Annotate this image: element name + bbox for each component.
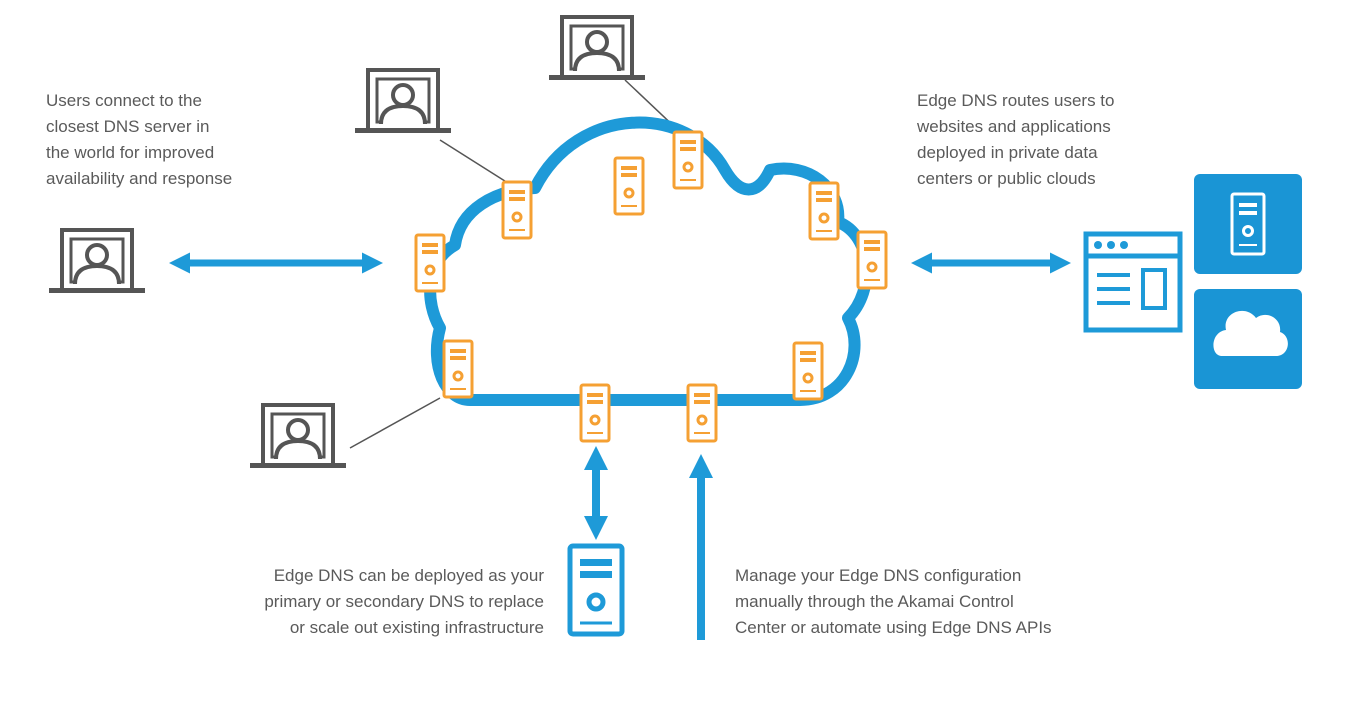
caption-line: or scale out existing infrastructure xyxy=(289,618,544,637)
user-at-laptop-icon xyxy=(353,68,453,135)
caption-line: centers or public clouds xyxy=(917,169,1096,188)
server-tower-icon xyxy=(686,383,718,443)
manage-caption: Manage your Edge DNS configuration manua… xyxy=(735,563,1052,641)
origin-server-icon xyxy=(567,543,625,637)
caption-line: Users connect to the xyxy=(46,91,202,110)
caption-line: Edge DNS can be deployed as your xyxy=(273,566,544,585)
caption-line: Manage your Edge DNS configuration xyxy=(735,566,1022,585)
caption-line: Edge DNS routes users to xyxy=(917,91,1115,110)
caption-line: primary or secondary DNS to replace xyxy=(264,592,544,611)
user-connection-line xyxy=(439,139,509,184)
cloud-icon xyxy=(1213,310,1288,356)
caption-line: websites and applications xyxy=(917,117,1111,136)
browser-window-icon xyxy=(1083,231,1183,333)
caption-line: deployed in private data xyxy=(917,143,1098,162)
user-at-laptop-icon xyxy=(248,403,348,470)
server-tower-icon xyxy=(792,341,824,401)
user-at-laptop-icon xyxy=(547,15,647,82)
server-tower-icon xyxy=(442,339,474,399)
server-tower-icon xyxy=(856,230,888,290)
user-at-laptop-icon xyxy=(47,228,147,295)
public-cloud-tile xyxy=(1194,289,1302,389)
server-tower-icon xyxy=(808,181,840,241)
server-tower-icon xyxy=(414,233,446,293)
server-tower-icon xyxy=(1230,192,1266,256)
server-tower-icon xyxy=(501,180,533,240)
caption-line: closest DNS server in xyxy=(46,117,210,136)
data-center-tile xyxy=(1194,174,1302,274)
server-tower-icon xyxy=(613,156,645,216)
server-tower-icon xyxy=(579,383,611,443)
deploy-caption: Edge DNS can be deployed as your primary… xyxy=(264,563,544,641)
user-connection-line xyxy=(349,397,441,449)
caption-line: manually through the Akamai Control xyxy=(735,592,1014,611)
caption-line: Center or automate using Edge DNS APIs xyxy=(735,618,1052,637)
caption-line: availability and response xyxy=(46,169,233,188)
edge-routes-caption: Edge DNS routes users to websites and ap… xyxy=(917,88,1114,192)
server-tower-icon xyxy=(672,130,704,190)
caption-line: the world for improved xyxy=(46,143,215,162)
users-connect-caption: Users connect to the closest DNS server … xyxy=(46,88,232,192)
